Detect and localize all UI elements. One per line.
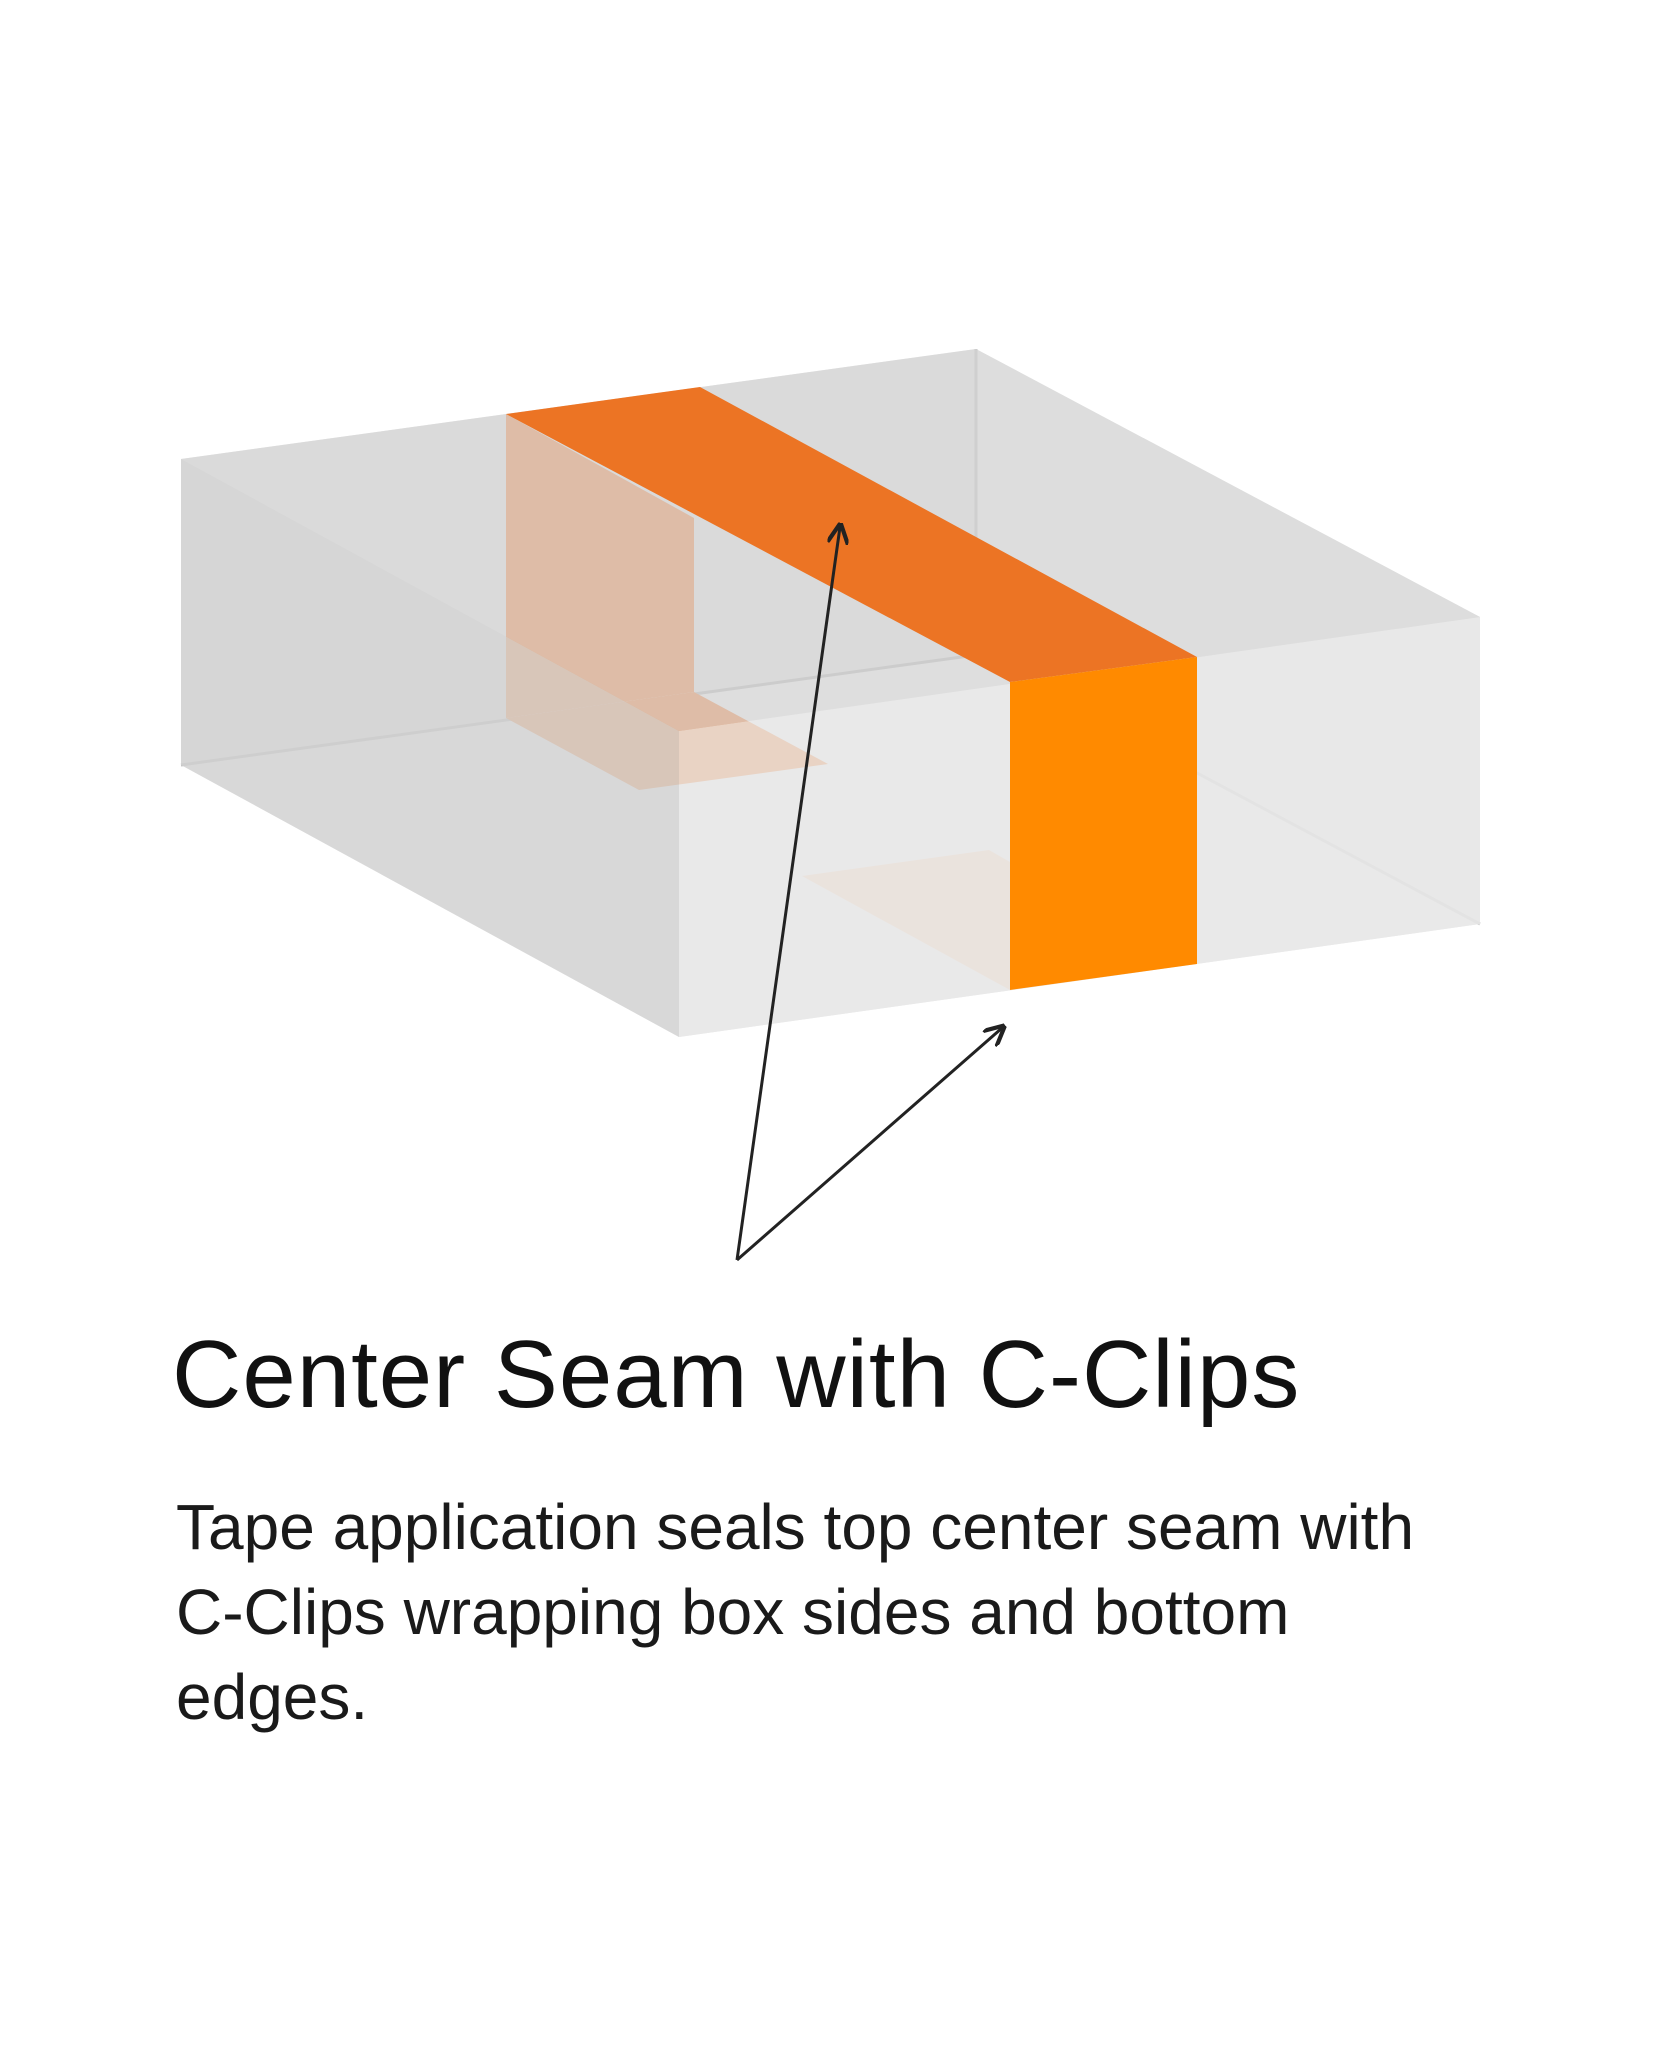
arrow-to-c-clip xyxy=(736,1028,1002,1262)
box-left-face xyxy=(181,459,679,1037)
arrow-to-top-seam xyxy=(735,527,840,1261)
diagram-description: Tape application seals top center seam w… xyxy=(176,1491,1415,1733)
diagram-title: Center Seam with C-Clips xyxy=(172,1321,1301,1428)
tape-top-seam xyxy=(506,387,1197,682)
tape-front-c-clip xyxy=(1010,657,1197,990)
